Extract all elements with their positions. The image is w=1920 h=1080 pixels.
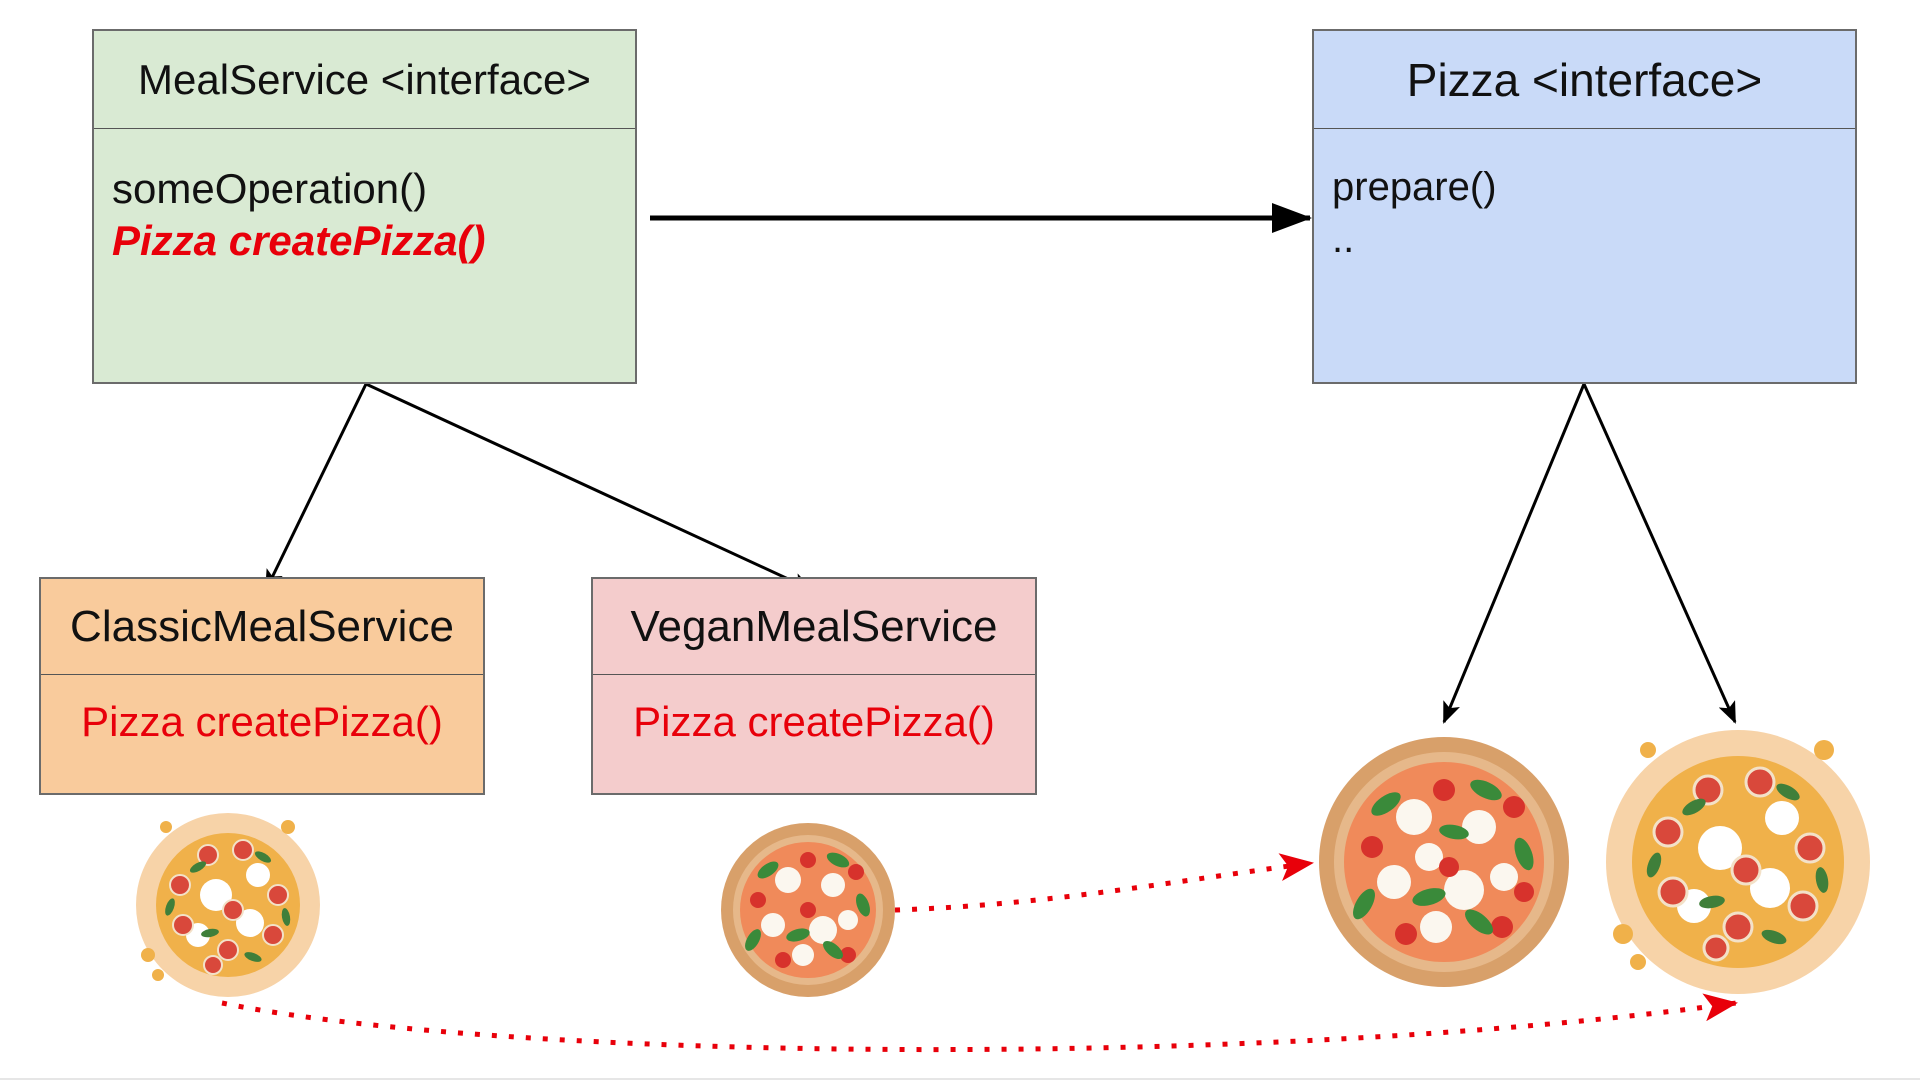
illustrated-pizza-icon: [1606, 730, 1870, 994]
classic-meal-service-box: ClassicMealService Pizza createPizza(): [39, 577, 485, 795]
vegan-meal-service-box: VeganMealService Pizza createPizza(): [591, 577, 1037, 795]
arrow-pizza-to-realistic-pizza: [1442, 383, 1586, 724]
pizza-interface-title: Pizza <interface>: [1314, 31, 1855, 129]
meal-service-interface-box: MealService <interface> someOperation() …: [92, 29, 637, 384]
method-create-pizza: Pizza createPizza(): [633, 697, 995, 745]
arrow-mealservice-to-vegan: [365, 382, 814, 592]
method-prepare: prepare(): [1332, 165, 1497, 209]
method-create-pizza: Pizza createPizza(): [112, 217, 486, 264]
vegan-meal-service-title: VeganMealService: [593, 579, 1035, 675]
pizza-interface-box: Pizza <interface> prepare() ..: [1312, 29, 1857, 384]
dotted-arrow-vegan-to-realistic: [894, 853, 1314, 913]
meal-service-title: MealService <interface>: [94, 31, 635, 129]
meal-service-methods: someOperation() Pizza createPizza(): [94, 128, 635, 382]
vegan-meal-service-methods: Pizza createPizza(): [593, 674, 1035, 769]
classic-meal-service-methods: Pizza createPizza(): [41, 674, 483, 769]
pizza-interface-methods: prepare() ..: [1314, 128, 1855, 382]
realistic-pizza-icon: [1319, 737, 1569, 987]
dotted-arrow-classic-to-illustrated: [221, 993, 1738, 1053]
arrow-mealservice-to-classic: [264, 383, 368, 592]
method-ellipsis: ..: [1332, 217, 1355, 261]
bottom-divider: [0, 1078, 1920, 1080]
method-some-operation: someOperation(): [112, 165, 428, 212]
classic-meal-service-title: ClassicMealService: [41, 579, 483, 675]
realistic-pizza-icon: [721, 823, 895, 997]
arrow-pizza-to-illustrated-pizza: [1582, 383, 1737, 724]
method-create-pizza: Pizza createPizza(): [81, 697, 443, 745]
illustrated-pizza-icon: [136, 813, 320, 997]
